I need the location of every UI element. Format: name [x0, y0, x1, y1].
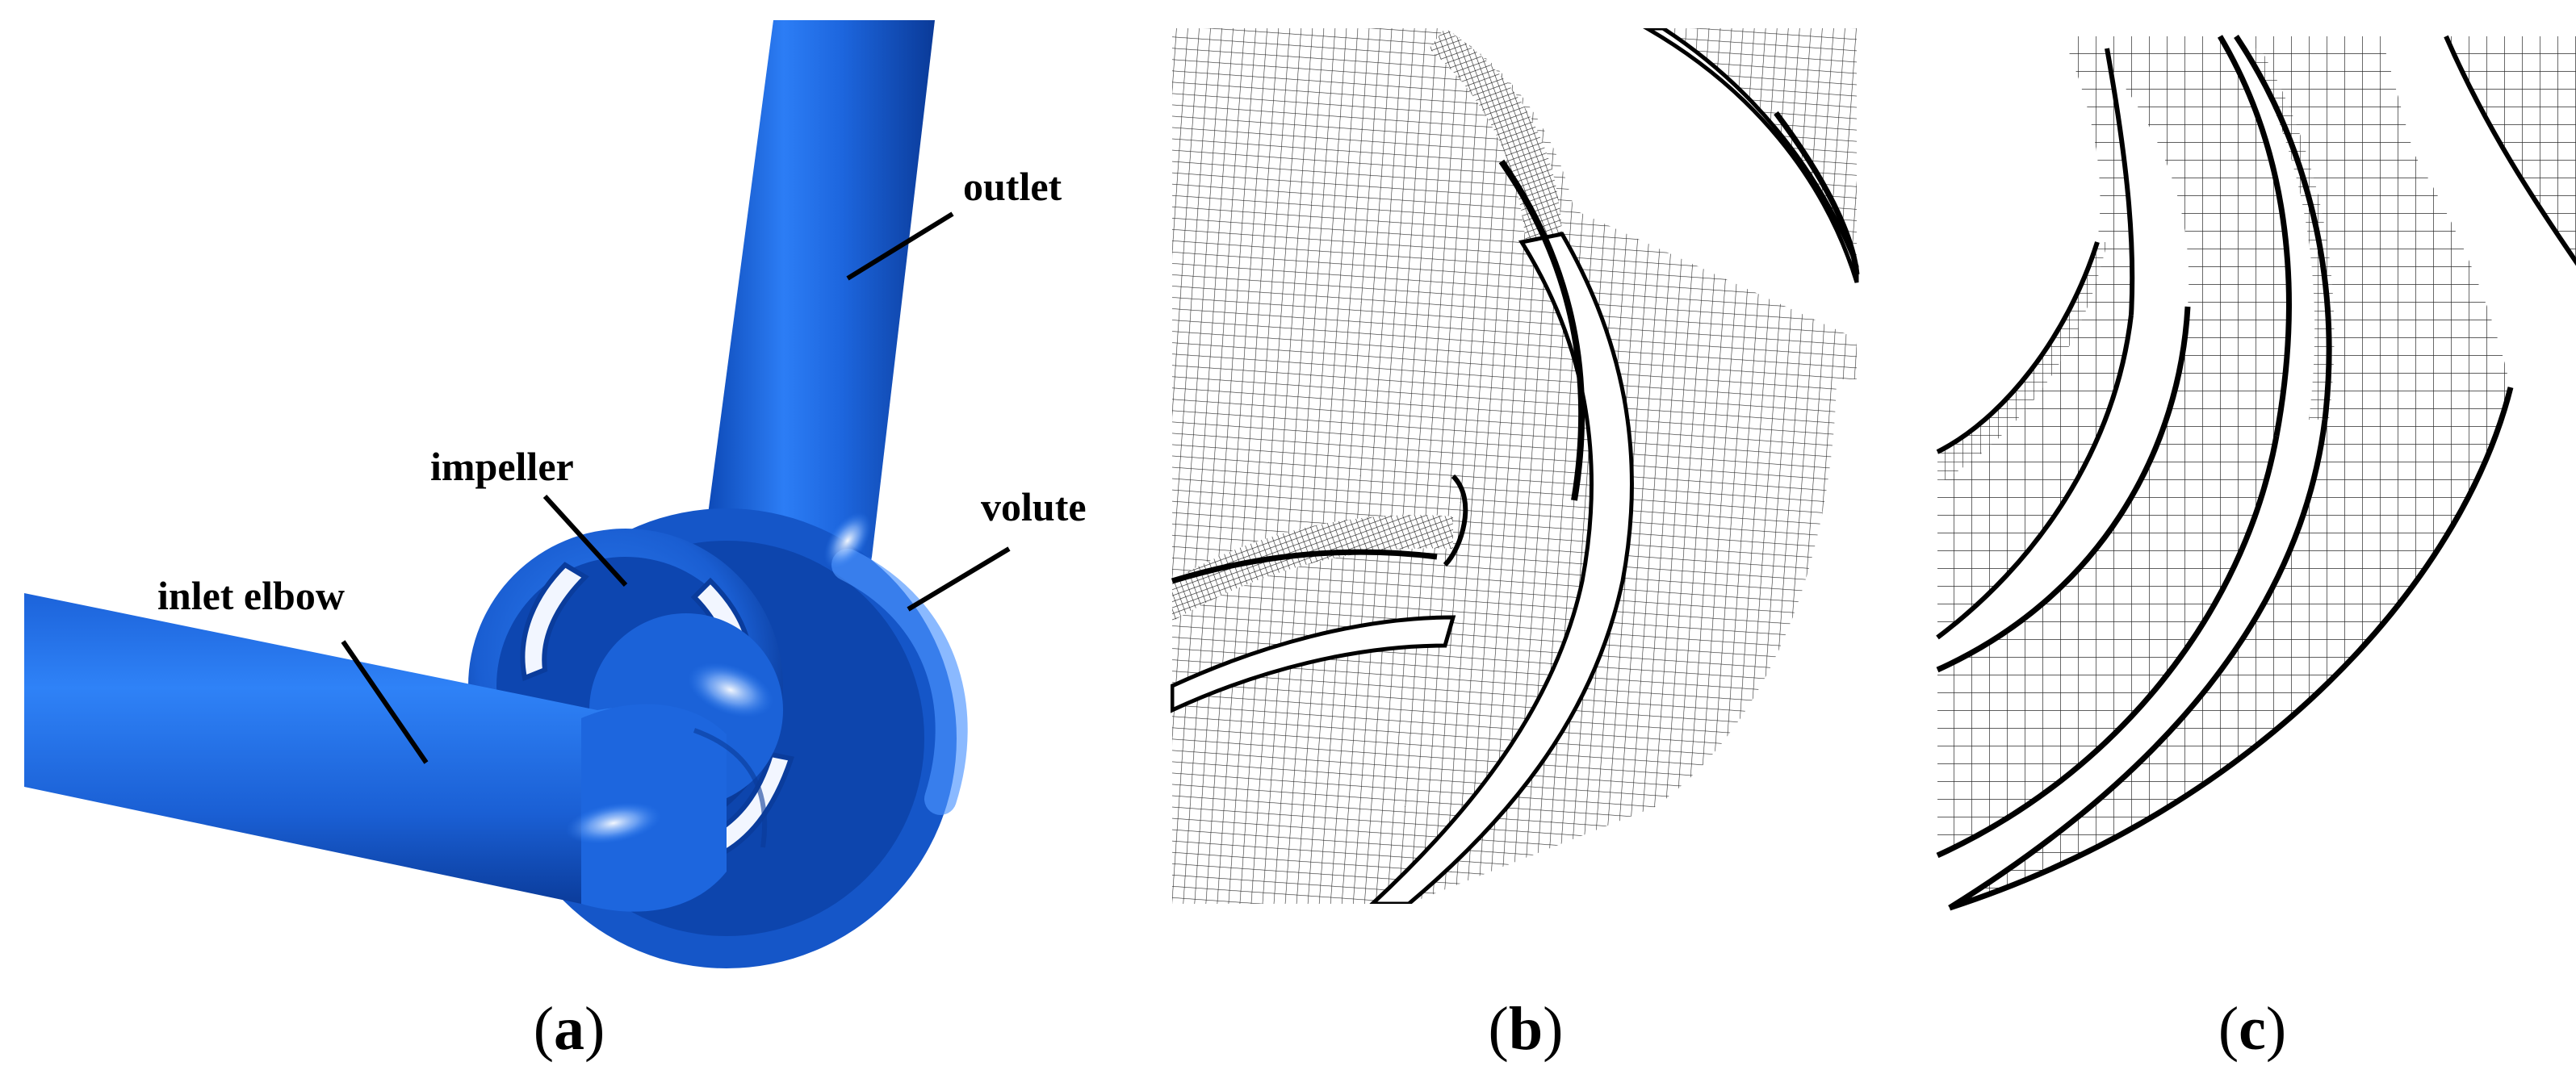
caption-c: (c) [2218, 995, 2286, 1063]
outlet-pipe [702, 20, 935, 557]
outlet-label: outlet [963, 164, 1062, 209]
blade-gap-b-1 [1369, 232, 1634, 904]
blade-gap-b-2 [1171, 615, 1456, 713]
outlet-leader-line [846, 211, 954, 281]
inlet-elbow-leader-line [341, 640, 429, 764]
mesh-passage-c-1 [1937, 36, 2133, 638]
caption-b: (b) [1489, 995, 1564, 1063]
inlet-elbow [24, 593, 727, 909]
panel-a-pump-model: outlet impeller volute inlet elbow (a) [24, 20, 1087, 1063]
impeller-label: impeller [430, 444, 574, 489]
inlet-elbow-label: inlet elbow [157, 573, 345, 618]
impeller-leader-line [542, 494, 628, 587]
panel-c-mesh [1936, 35, 2576, 911]
volute-label: volute [981, 484, 1087, 529]
volute-leader-line [907, 546, 1011, 612]
mesh-passage-c-3 [1950, 36, 2511, 908]
mesh-domain-b [1172, 28, 1857, 904]
mesh-passage-c-2 [1937, 36, 2289, 855]
caption-a: (a) [534, 995, 605, 1063]
panel-b-mesh [1171, 28, 1860, 904]
